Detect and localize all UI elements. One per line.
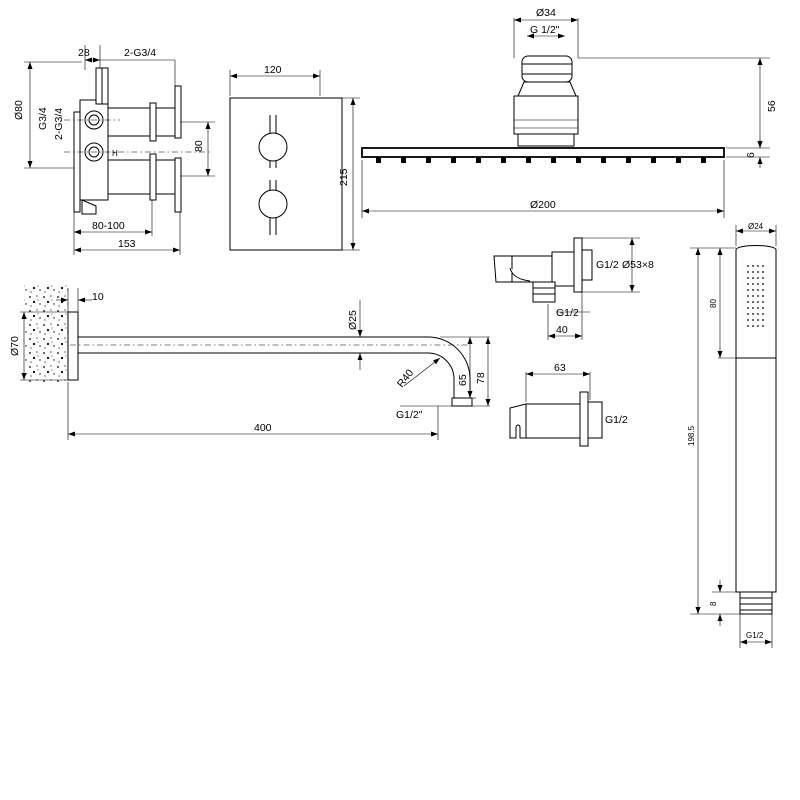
wall-outlet-holder: G1/2 Ø53×8 G1/2 40	[493, 237, 654, 340]
arm-length-label: 400	[254, 422, 272, 434]
valve-hot-mark: H	[112, 149, 118, 158]
valve-diameter-label: Ø80	[13, 100, 25, 120]
shower-head-top-diameter-label: Ø34	[536, 7, 556, 19]
arm-drop-65-label: 65	[457, 374, 469, 386]
arm-flange-diameter-label: Ø70	[9, 336, 21, 356]
valve-faceplate: 120 215	[229, 64, 360, 251]
hand-shower-diameter-label: Ø24	[748, 222, 764, 231]
hand-shower-tail-label: 8	[709, 601, 718, 606]
wall-section	[24, 285, 68, 383]
hand-shower-length-label: 198.5	[687, 425, 696, 446]
shower-nozzles	[376, 157, 706, 163]
valve-ports-vertical-label: 2-G3/4	[53, 108, 65, 140]
wall-outlet-thread-label: G1/2	[596, 259, 619, 271]
wall-outlet-bottom-thread-label: G1/2	[556, 307, 579, 319]
valve-width-label: 153	[118, 238, 136, 250]
shower-arm: 10 Ø70 Ø25 R40 65 78 G1/2" 400	[9, 285, 491, 440]
shower-head-diameter-label: Ø200	[530, 199, 556, 211]
wall-outlet-flange-label: Ø53×8	[622, 259, 654, 271]
overhead-shower-head: Ø34 G 1/2"	[361, 7, 778, 218]
arm-bend-radius-label: R40	[395, 367, 416, 390]
hand-shower-head-length-label: 80	[709, 299, 718, 308]
hand-shower-spray-face	[746, 262, 764, 330]
valve-depth-label: 28	[78, 47, 90, 59]
arm-thread-label: G1/2"	[396, 409, 423, 421]
shower-holder: 63 G1/2	[509, 362, 628, 447]
holder-thread-label: G1/2	[605, 414, 628, 426]
arm-drop-78-label: 78	[475, 372, 487, 384]
valve-install-depth-label: 80-100	[92, 220, 125, 232]
shower-head-thickness-label: 6	[745, 152, 757, 158]
hand-shower-thread-label: G1/2	[746, 631, 764, 640]
valve-g34-label: G3/4	[37, 107, 49, 130]
faceplate-width-label: 120	[264, 64, 282, 76]
valve-height-label: 80	[193, 140, 205, 152]
shower-head-height-label: 56	[766, 100, 778, 112]
valve-side-view: 28 2-G3/4 Ø80 G3/4 2-G3/4 H	[13, 45, 215, 255]
arm-pipe-diameter-label: Ø25	[347, 310, 359, 330]
arm-wall-thickness-label: 10	[92, 291, 104, 303]
holder-width-label: 63	[554, 362, 566, 374]
faceplate-height-label: 215	[338, 168, 350, 186]
shower-head-thread-label: G 1/2"	[530, 24, 560, 36]
hand-shower: Ø24	[687, 222, 777, 648]
valve-ports-label: 2-G3/4	[124, 47, 156, 59]
wall-outlet-depth-label: 40	[556, 324, 568, 336]
